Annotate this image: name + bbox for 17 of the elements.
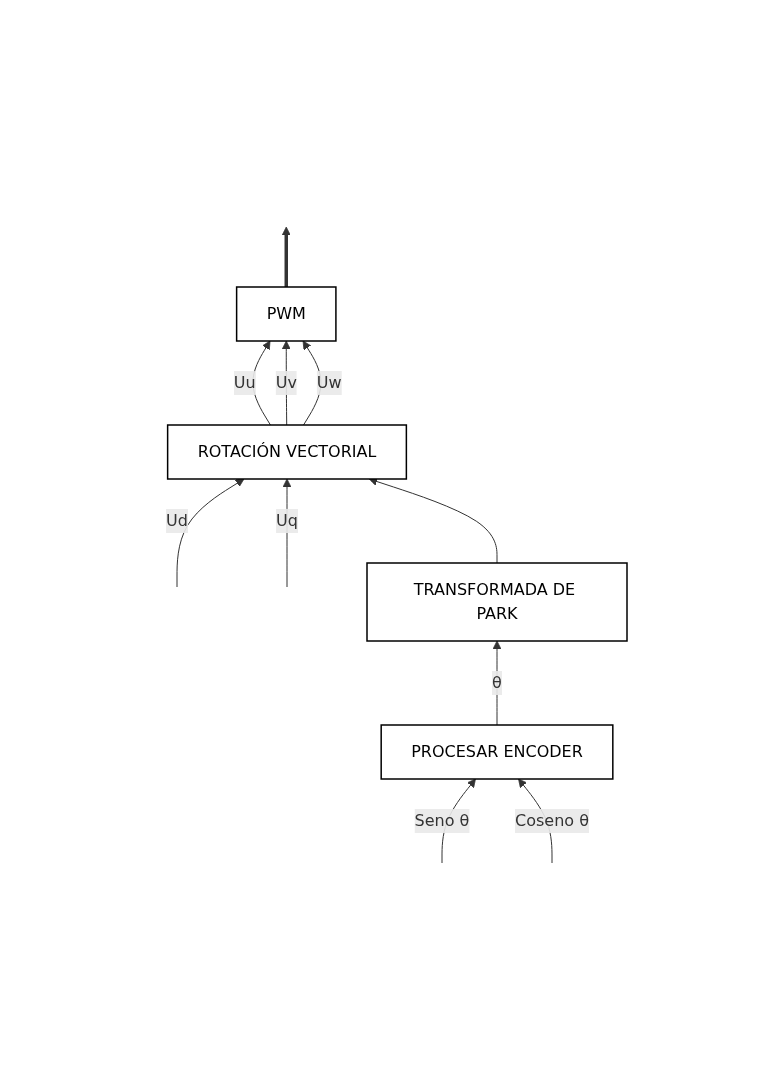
edge-label: Ud [166, 510, 188, 530]
arrow [252, 340, 271, 425]
edge-label: Uw [316, 372, 342, 392]
edge-label: Coseno θ [515, 810, 589, 830]
edge-label: Seno θ [414, 810, 470, 830]
arrow [492, 640, 502, 725]
edge-label: θ [492, 672, 502, 692]
edge-label: Uq [276, 510, 298, 530]
node-box: PROCESAR ENCODER [380, 723, 614, 780]
arrow [176, 478, 245, 587]
edge-label: Uv [275, 372, 297, 392]
node-box: PWM [235, 285, 337, 342]
arrow [282, 478, 292, 587]
edge-label: Uu [233, 372, 256, 392]
node-box: ROTACIÓN VECTORIAL [166, 423, 408, 480]
arrow [281, 226, 291, 287]
node-box: TRANSFORMADA DE PARK [366, 561, 628, 642]
